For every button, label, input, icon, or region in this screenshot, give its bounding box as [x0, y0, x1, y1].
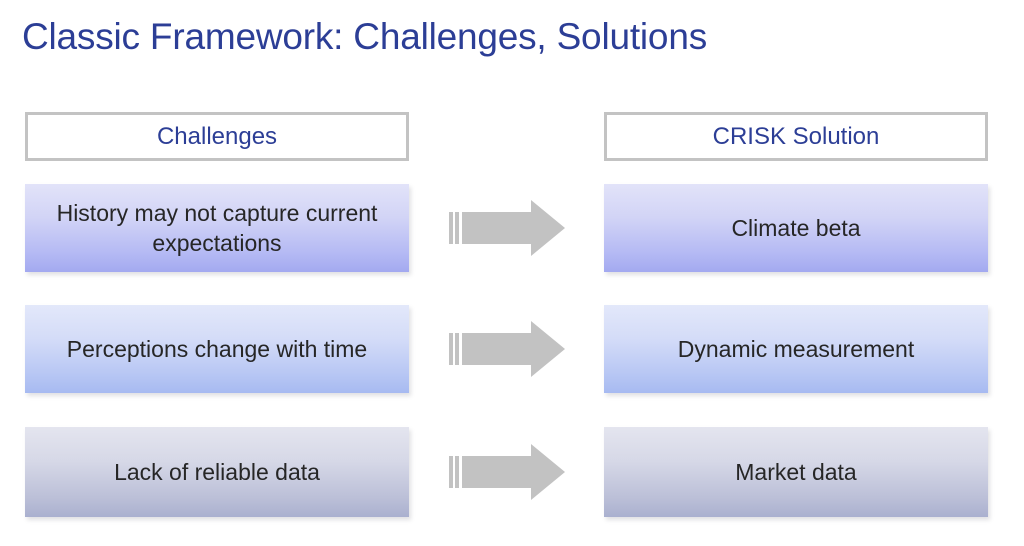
challenge-box-1: History may not capture current expectat… — [25, 184, 409, 272]
challenge-label-2: Perceptions change with time — [66, 336, 368, 362]
right-arrow-icon-1 — [449, 200, 565, 256]
solution-label-3: Market data — [735, 459, 857, 485]
challenge-box-3: Lack of reliable data — [25, 427, 409, 517]
solution-box-3: Market data — [604, 427, 988, 517]
solution-label-2: Dynamic measurement — [677, 336, 915, 362]
challenge-box-2: Perceptions change with time — [25, 305, 409, 393]
solution-header-box: CRISK Solution — [604, 112, 988, 161]
solution-label-1: Climate beta — [731, 215, 861, 241]
solution-header-label: CRISK Solution — [712, 122, 880, 150]
challenge-label-1: History may not capture current expectat… — [56, 200, 378, 256]
solution-box-1: Climate beta — [604, 184, 988, 272]
challenges-header-box: Challenges — [25, 112, 409, 161]
challenge-label-3: Lack of reliable data — [114, 459, 320, 485]
right-arrow-icon-2 — [449, 321, 565, 377]
solution-box-2: Dynamic measurement — [604, 305, 988, 393]
challenges-header-label: Challenges — [156, 122, 278, 150]
right-arrow-icon-3 — [449, 444, 565, 500]
page-title: Classic Framework: Challenges, Solutions — [22, 16, 707, 57]
